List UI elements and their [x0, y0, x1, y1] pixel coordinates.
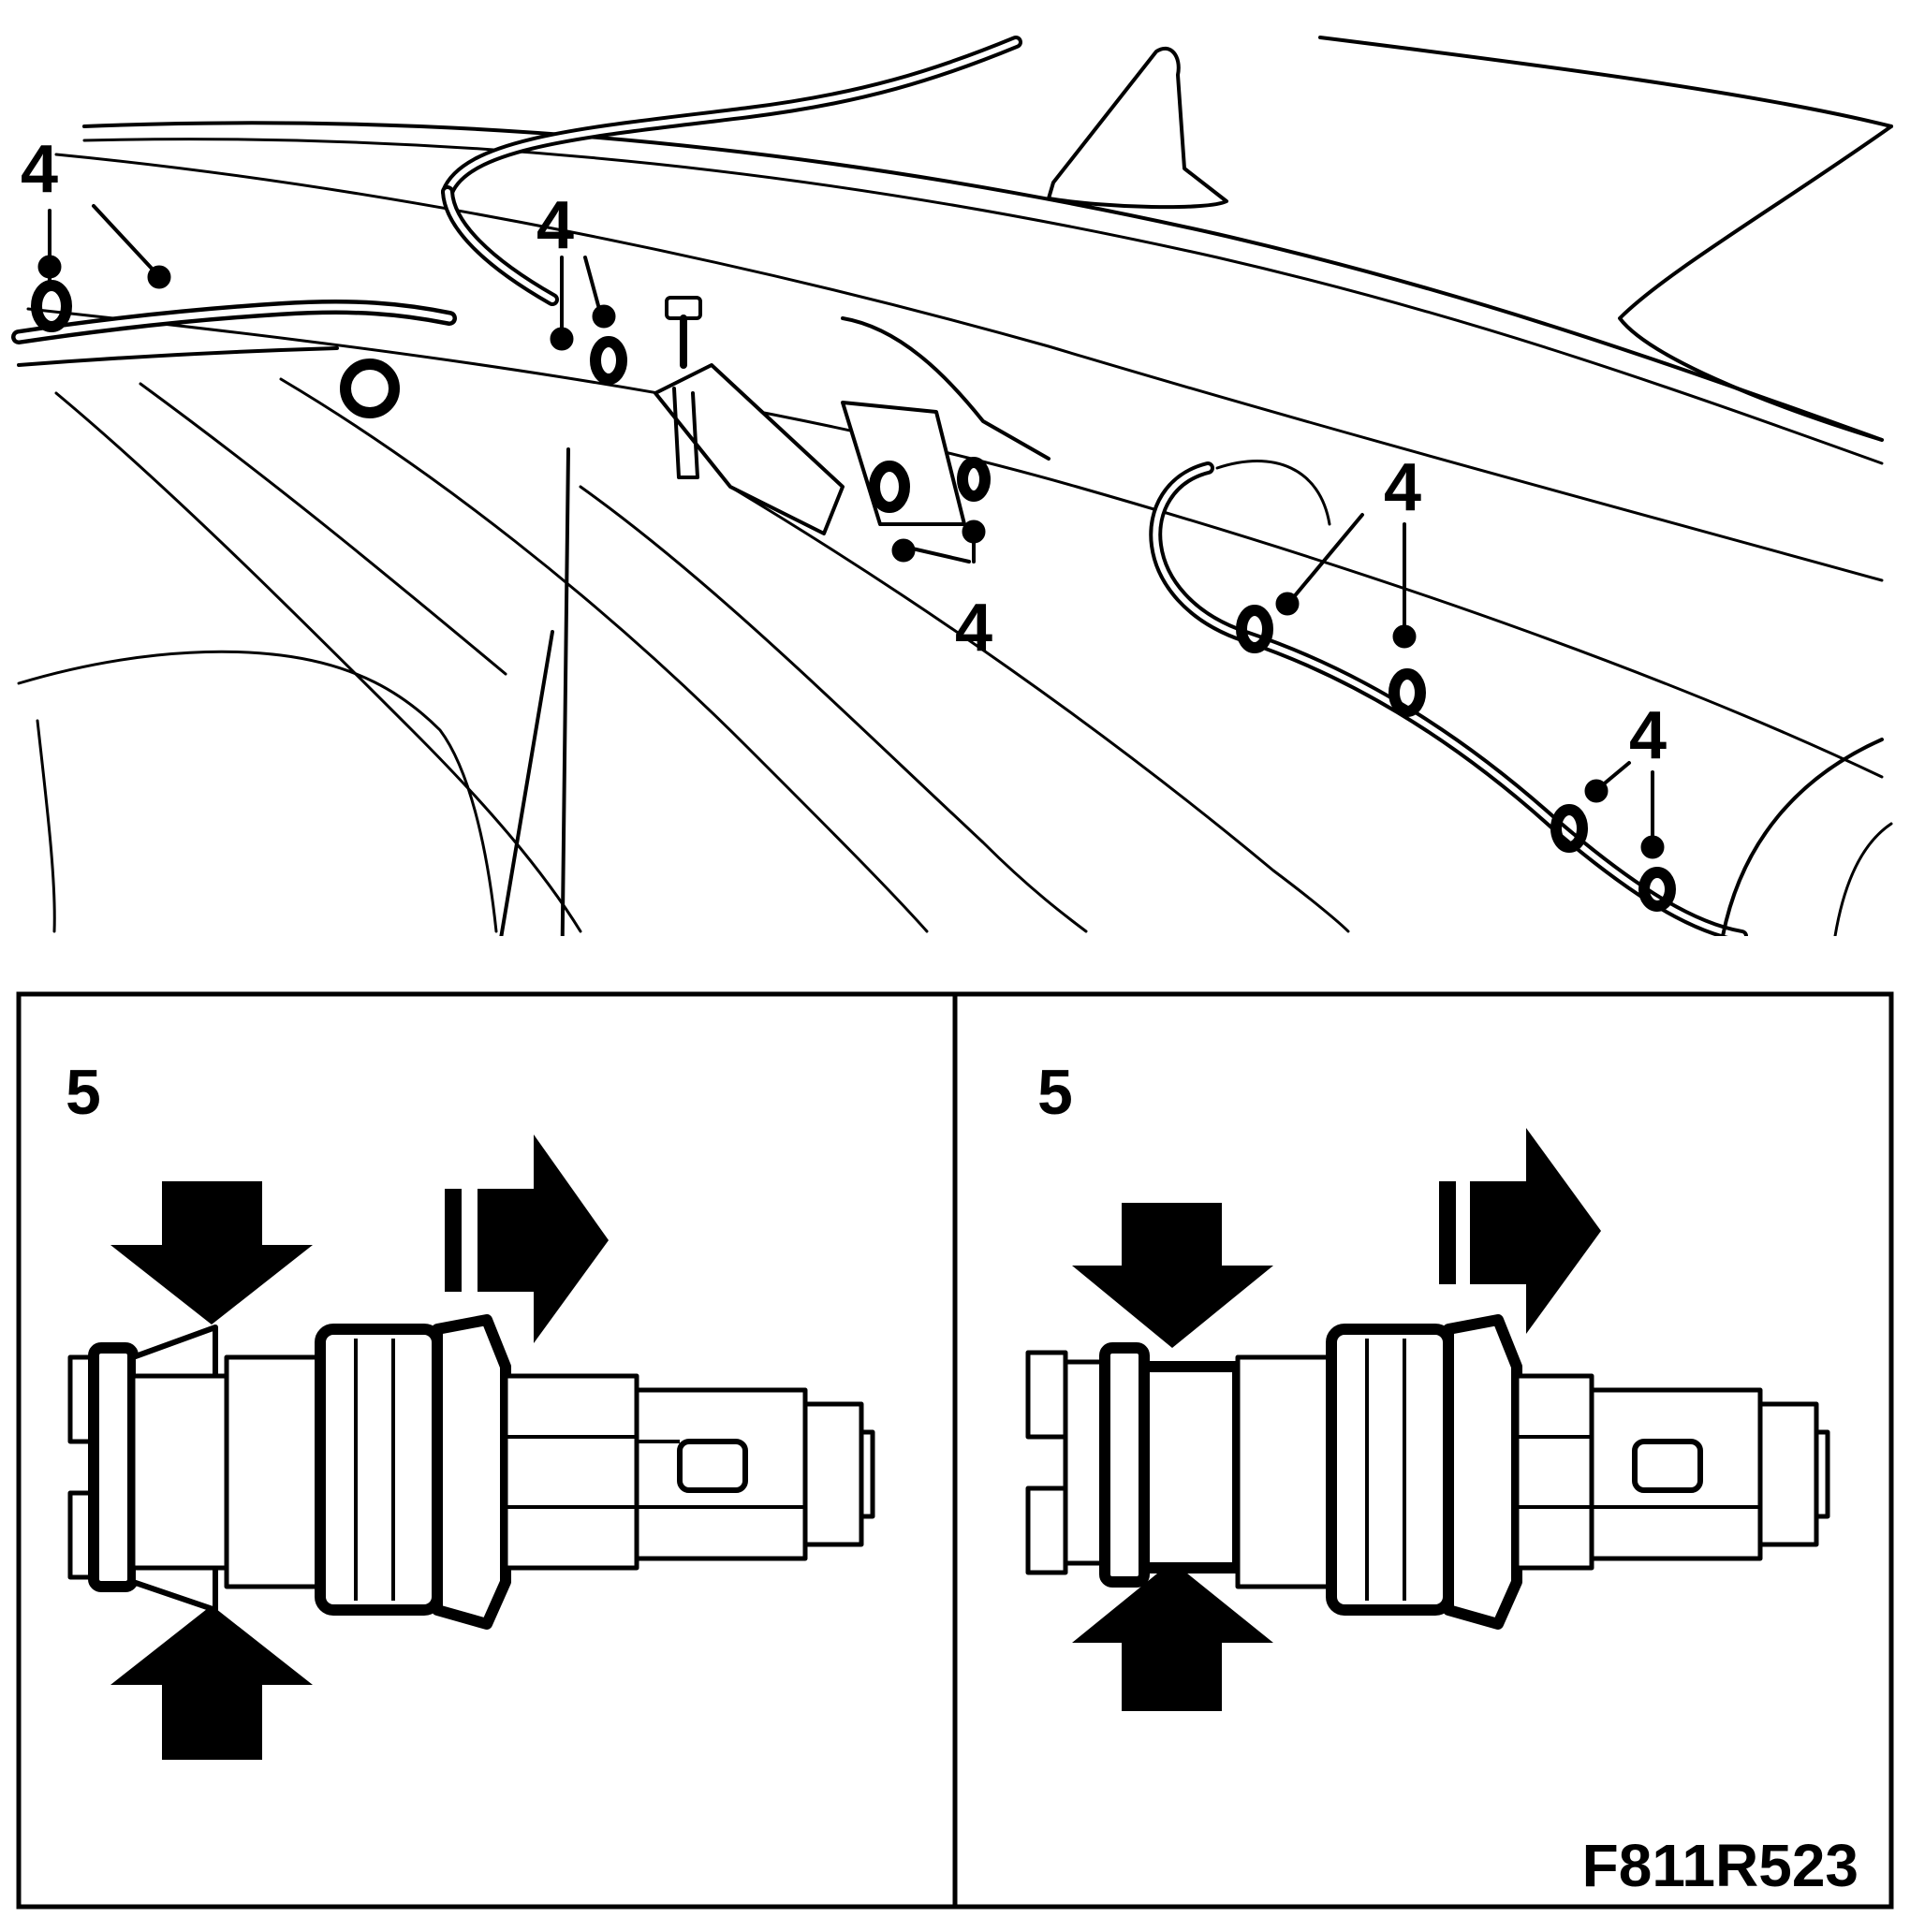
arrow-right-tail: [1439, 1181, 1456, 1284]
bellows: [432, 1314, 511, 1630]
leader-4-g: [1290, 513, 1364, 601]
tube-end: [1757, 1401, 1819, 1547]
fastener-dot: [1275, 592, 1300, 616]
cable-left-lower: [17, 346, 339, 367]
callout-4: 4: [955, 591, 992, 666]
grommets: [31, 280, 1676, 912]
seat-left-edge: [36, 719, 56, 933]
wheel-arch: [1721, 738, 1884, 938]
body-lower-line: [26, 307, 1884, 779]
bracket-post: [672, 387, 699, 479]
bracket-plate: [654, 363, 845, 535]
leader-4-e: [906, 546, 971, 564]
wheel-arch-inner: [1833, 822, 1893, 938]
cable-main-b-inner: [445, 189, 555, 302]
locking-collar: [1099, 1342, 1150, 1588]
hinge-arm: [841, 316, 1050, 461]
end-cap-top-tab: [1025, 1350, 1068, 1440]
tube-tip: [1814, 1429, 1830, 1519]
grommet: [1550, 804, 1588, 853]
connector-sleeve: [130, 1373, 229, 1571]
leader-4-i: [1599, 761, 1631, 788]
tube-tip: [859, 1429, 875, 1519]
grommet: [1638, 867, 1676, 912]
callout-4: 4: [536, 188, 574, 263]
connector-body: [224, 1354, 323, 1589]
tube-stub: [503, 1373, 639, 1571]
fastener-dot: [147, 265, 171, 289]
arrow-up-icon: [110, 1605, 313, 1760]
tube-end: [802, 1401, 864, 1547]
panel-contour-2: [139, 382, 507, 676]
grommet: [31, 280, 72, 332]
callout-4: 4: [1384, 450, 1421, 525]
grommet: [957, 457, 991, 502]
latch-window: [677, 1439, 748, 1493]
grommet: [340, 359, 400, 418]
leader-4-b: [92, 204, 156, 273]
arrow-up-icon: [1072, 1561, 1273, 1711]
zoom-line-left: [490, 630, 554, 996]
grommet: [590, 336, 627, 385]
arrow-down-icon: [1072, 1203, 1273, 1348]
connector-body: [1235, 1354, 1334, 1589]
grip-ring: [315, 1324, 443, 1616]
cable-left-inner: [15, 303, 453, 341]
fastener-dot: [891, 538, 916, 563]
housing-flange: [1063, 1359, 1108, 1566]
panel-contour-4: [579, 485, 1088, 933]
fastener-dot: [550, 327, 574, 351]
overview-illustration: [11, 36, 1893, 996]
tube-stub: [1514, 1373, 1594, 1571]
callout-4: 4: [21, 132, 58, 207]
arrow-right-icon: [478, 1134, 609, 1343]
body-side-line: [54, 153, 1884, 582]
inset-frames: [16, 991, 1894, 1910]
fastener-dot: [1584, 779, 1609, 803]
fastener-markers: [37, 255, 1665, 859]
grommet: [869, 461, 910, 513]
arrow-down-icon: [110, 1181, 313, 1325]
bellows: [1443, 1314, 1522, 1630]
connector-left: [67, 1134, 875, 1760]
fastener-dot: [962, 520, 986, 544]
connector-right: [1025, 1128, 1830, 1711]
arrow-right-tail: [445, 1189, 462, 1292]
fastener-dot: [592, 304, 616, 329]
step-label-right: 5: [1037, 1057, 1073, 1128]
antenna-fin: [1047, 46, 1228, 210]
roof-outline-second: [82, 138, 1884, 465]
latch-window: [1632, 1439, 1703, 1493]
roof-outline-upper: [82, 121, 1884, 442]
end-cap-bottom-tab: [1025, 1486, 1068, 1575]
grommet: [1388, 668, 1426, 717]
overview-bottom-mask: [0, 936, 1910, 992]
trim-strip-right: [1215, 460, 1331, 526]
step-label-left: 5: [66, 1057, 101, 1128]
fastener-dot: [1392, 624, 1417, 649]
leader-4-d: [583, 256, 601, 311]
seat-outline: [17, 650, 498, 933]
zoom-line-right: [560, 447, 570, 996]
rear-edge-line: [1618, 124, 1893, 442]
fastener-dot: [1640, 835, 1665, 859]
cable-right-loop-inner: [1153, 465, 1744, 939]
connector-sleeve: [1139, 1361, 1243, 1573]
figure-id: F811R523: [1582, 1832, 1859, 1899]
panel-contour-1: [54, 391, 582, 933]
callout-4: 4: [1629, 698, 1667, 773]
cable-main-a-inner: [445, 39, 1019, 195]
callout-labels: 4 4 4 4 4 4: [21, 132, 1667, 773]
arrow-right-icon: [1470, 1128, 1601, 1334]
locking-collar: [88, 1342, 139, 1592]
grip-ring: [1326, 1324, 1454, 1616]
panel-contour-5: [728, 485, 1350, 933]
hood-top-line: [1318, 36, 1893, 128]
panel-contour-3: [279, 377, 929, 933]
grommet: [1236, 605, 1273, 653]
fastener-dot: [37, 255, 62, 279]
